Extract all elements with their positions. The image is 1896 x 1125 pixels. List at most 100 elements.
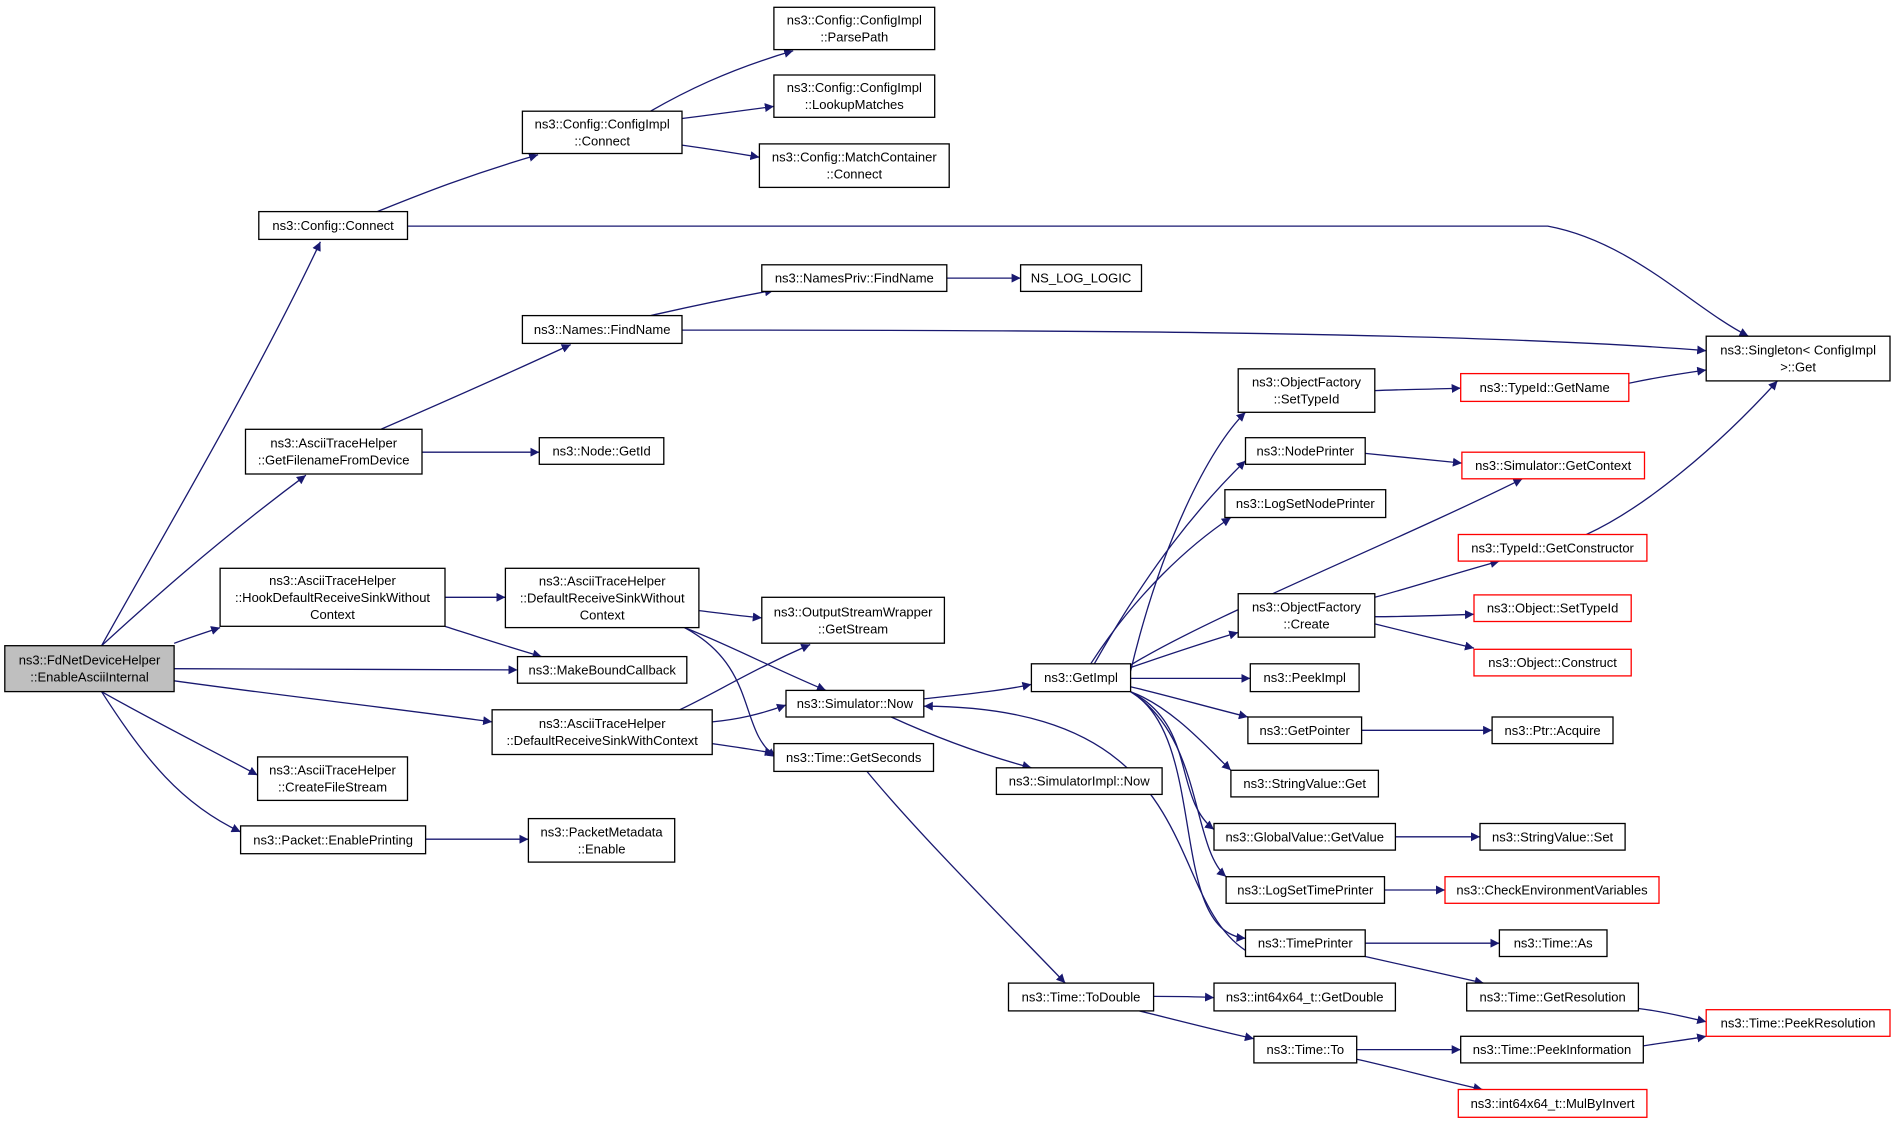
node-peekres[interactable]: ns3::Time::PeekResolution: [1705, 1009, 1891, 1037]
call-edge: [377, 152, 539, 213]
node-timeas[interactable]: ns3::Time::As: [1498, 929, 1608, 958]
node-getctor[interactable]: ns3::TypeId::GetConstructor: [1457, 533, 1648, 562]
node-getfilename[interactable]: ns3::AsciiTraceHelper::GetFilenameFromDe…: [244, 428, 423, 475]
node-box: [773, 6, 936, 51]
node-label: ns3::ObjectFactory: [1252, 600, 1362, 615]
node-getdouble[interactable]: ns3::int64x64_t::GetDouble: [1213, 982, 1397, 1012]
node-root[interactable]: ns3::FdNetDeviceHelper::EnableAsciiInter…: [4, 645, 175, 693]
node-box: [1444, 876, 1660, 904]
node-logtimeprinter[interactable]: ns3::LogSetTimePrinter: [1225, 876, 1386, 904]
node-timeprinter[interactable]: ns3::TimePrinter: [1244, 929, 1366, 958]
node-box: [1253, 1035, 1358, 1064]
node-getpointer[interactable]: ns3::GetPointer: [1247, 716, 1363, 745]
call-edge: [1356, 1058, 1483, 1092]
node-box: [1473, 594, 1632, 623]
node-svget[interactable]: ns3::StringValue::Get: [1230, 769, 1380, 798]
node-getcontext[interactable]: ns3::Simulator::GetContext: [1461, 451, 1646, 480]
node-drsctx[interactable]: ns3::AsciiTraceHelper::DefaultReceiveSin…: [491, 709, 713, 756]
node-getstream[interactable]: ns3::OutputStreamWrapper::GetStream: [761, 596, 946, 644]
node-hook[interactable]: ns3::AsciiTraceHelper::HookDefaultReceiv…: [219, 567, 446, 627]
node-privfind[interactable]: ns3::NamesPriv::FindName: [761, 264, 948, 293]
node-checkenv[interactable]: ns3::CheckEnvironmentVariables: [1444, 876, 1660, 904]
node-box: [219, 567, 446, 627]
node-parsepath[interactable]: ns3::Config::ConfigImpl::ParsePath: [773, 6, 936, 51]
node-lognodeprinter[interactable]: ns3::LogSetNodePrinter: [1224, 489, 1387, 519]
node-tidgetname[interactable]: ns3::TypeId::GetName: [1460, 372, 1630, 403]
node-ofsettype[interactable]: ns3::ObjectFactory::SetTypeId: [1237, 368, 1376, 413]
node-label: ns3::StringValue::Set: [1492, 829, 1614, 844]
node-label: ::Create: [1283, 617, 1329, 632]
node-singleton[interactable]: ns3::Singleton< ConfigImpl>::Get: [1705, 335, 1891, 382]
node-getimpl[interactable]: ns3::GetImpl: [1030, 663, 1132, 693]
node-label: ns3::Time::ToDouble: [1022, 990, 1141, 1005]
node-label: ns3::Time::PeekResolution: [1721, 1016, 1876, 1031]
node-createfile[interactable]: ns3::AsciiTraceHelper::CreateFileStream: [256, 756, 409, 802]
node-box: [527, 817, 676, 863]
node-box: [761, 264, 948, 293]
node-enableprint[interactable]: ns3::Packet::EnablePrinting: [239, 825, 427, 855]
call-edge: [1130, 691, 1215, 831]
node-box: [1249, 663, 1360, 693]
node-label: ns3::Names::FindName: [534, 322, 671, 337]
node-label: ::SetTypeId: [1274, 392, 1340, 407]
node-getseconds[interactable]: ns3::Time::GetSeconds: [773, 742, 935, 773]
node-cfgconnect[interactable]: ns3::Config::Connect: [258, 210, 409, 241]
call-edge: [1093, 460, 1246, 665]
node-objconstruct[interactable]: ns3::Object::Construct: [1473, 648, 1632, 677]
call-edge: [681, 103, 774, 120]
node-simimplnow[interactable]: ns3::SimulatorImpl::Now: [995, 767, 1163, 796]
node-simnow[interactable]: ns3::Simulator::Now: [785, 689, 925, 718]
node-lookup[interactable]: ns3::Config::ConfigImpl::LookupMatches: [773, 74, 936, 118]
node-ptracquire[interactable]: ns3::Ptr::Acquire: [1491, 716, 1614, 745]
node-label: ns3::Config::ConfigImpl: [787, 80, 922, 95]
node-box: [1460, 372, 1630, 403]
node-box: [516, 655, 688, 684]
node-getres[interactable]: ns3::Time::GetResolution: [1466, 982, 1640, 1012]
call-edge: [1374, 623, 1475, 651]
node-nslog[interactable]: NS_LOG_LOGIC: [1019, 264, 1143, 293]
node-label: Context: [580, 607, 625, 622]
node-box: [1213, 982, 1397, 1012]
node-pmenable[interactable]: ns3::PacketMetadata::Enable: [527, 817, 676, 863]
node-namesfind[interactable]: ns3::Names::FindName: [521, 314, 683, 345]
node-cimplconnect[interactable]: ns3::Config::ConfigImpl::Connect: [521, 110, 683, 155]
node-label: NS_LOG_LOGIC: [1031, 271, 1131, 286]
node-label: ns3::Packet::EnablePrinting: [253, 832, 413, 847]
node-label: ::GetStream: [818, 621, 888, 636]
node-svset[interactable]: ns3::StringValue::Set: [1479, 822, 1626, 851]
node-peekinfo[interactable]: ns3::Time::PeekInformation: [1460, 1035, 1644, 1064]
node-label: ns3::int64x64_t::MulByInvert: [1471, 1096, 1635, 1111]
node-box: [1466, 982, 1640, 1012]
node-label: ::Connect: [574, 133, 630, 148]
node-label: ns3::TypeId::GetConstructor: [1471, 540, 1634, 555]
node-label: ns3::ObjectFactory: [1252, 375, 1362, 390]
call-edge: [380, 344, 571, 430]
node-nodeprinter[interactable]: ns3::NodePrinter: [1244, 437, 1366, 465]
node-todouble[interactable]: ns3::Time::ToDouble: [1007, 982, 1155, 1012]
node-label: ns3::GetImpl: [1044, 670, 1118, 685]
node-box: [1225, 876, 1386, 904]
node-box: [1244, 929, 1366, 958]
node-mcconnect[interactable]: ns3::Config::MatchContainer::Connect: [758, 143, 950, 189]
node-timeto[interactable]: ns3::Time::To: [1253, 1035, 1358, 1064]
node-mulinv[interactable]: ns3::int64x64_t::MulByInvert: [1457, 1088, 1648, 1118]
node-label: ns3::SimulatorImpl::Now: [1009, 774, 1150, 789]
call-edge: [1586, 380, 1778, 536]
node-ofcreate[interactable]: ns3::ObjectFactory::Create: [1237, 593, 1376, 638]
call-edge: [1374, 559, 1500, 598]
node-drsnoctx[interactable]: ns3::AsciiTraceHelper::DefaultReceiveSin…: [504, 567, 700, 629]
node-makebound[interactable]: ns3::MakeBoundCallback: [516, 655, 688, 684]
node-box: [1491, 716, 1614, 745]
node-getid[interactable]: ns3::Node::GetId: [538, 437, 665, 465]
node-box: [758, 143, 950, 189]
node-label: ns3::GlobalValue::GetValue: [1225, 829, 1384, 844]
node-objsettype[interactable]: ns3::Object::SetTypeId: [1473, 594, 1632, 623]
node-label: ns3::Node::GetId: [552, 444, 650, 459]
call-edge: [1130, 686, 1249, 720]
node-box: [1247, 716, 1363, 745]
node-gvgetvalue[interactable]: ns3::GlobalValue::GetValue: [1213, 822, 1397, 851]
node-box: [4, 645, 175, 693]
node-peekimpl[interactable]: ns3::PeekImpl: [1249, 663, 1360, 693]
node-label: ns3::FdNetDeviceHelper: [19, 653, 161, 668]
node-box: [1213, 822, 1397, 851]
